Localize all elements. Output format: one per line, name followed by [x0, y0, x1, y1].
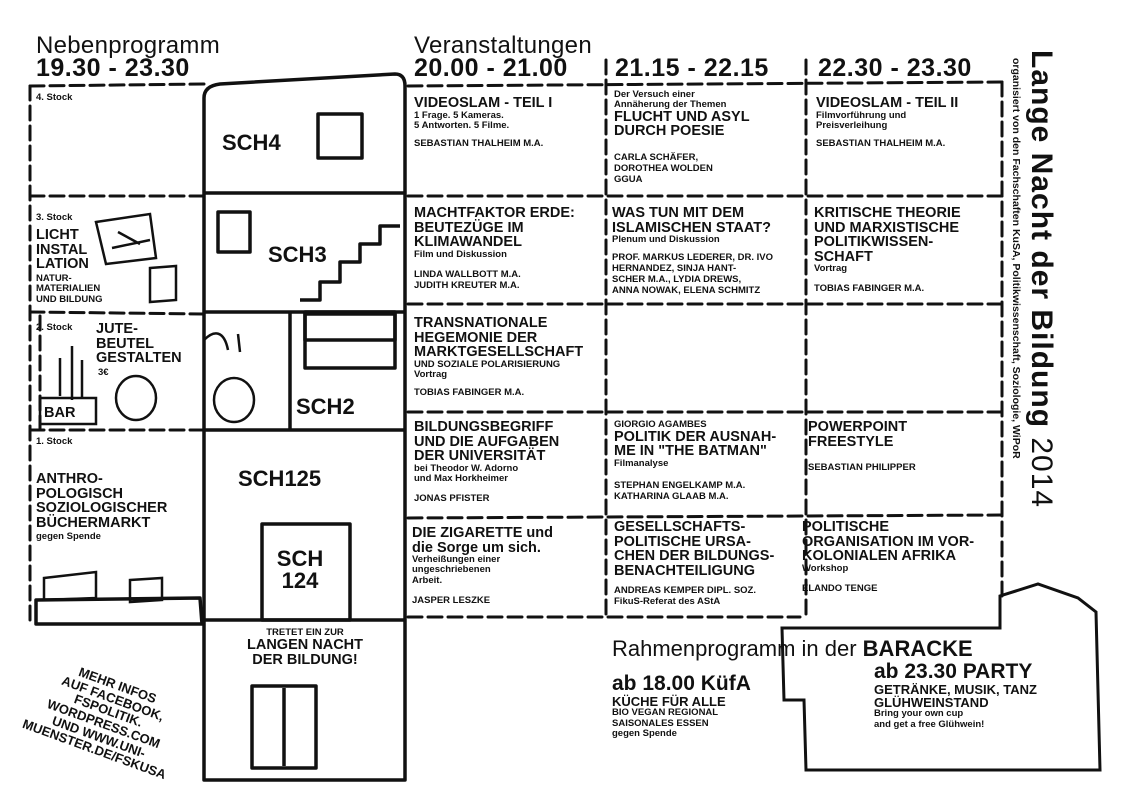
organizer-note: organisiert von den Fachschaften KuSA, P… [1010, 58, 1022, 459]
event-transnationale-hegemonie: TRANSNATIONALE HEGEMONIE DER MARKTGESELL… [414, 315, 584, 399]
veranstaltungen-heading: Veranstaltungen [414, 32, 592, 59]
event-bildungsbenachteiligung: GESELLSCHAFTS- POLITISCHE URSA- CHEN DER… [614, 519, 775, 607]
event-flucht-asyl: Der Versuch einer Annäherung der Themen … [614, 89, 750, 185]
event-title-vertical: Lange Nacht der Bildung 2014 [1025, 50, 1058, 509]
markt-subtitle: gegen Spende [36, 531, 101, 542]
event-machtfaktor-erde: MACHTFAKTOR ERDE: BEUTEZÜGE IM KLIMAWAND… [414, 205, 575, 291]
nebenprogramm-heading: Nebenprogramm [36, 32, 220, 59]
entrance-text: TRETET EIN ZUR LANGEN NACHT DER BILDUNG! [247, 627, 363, 668]
event-bildungsbegriff: BILDUNGSBEGRIFF UND DIE AUFGABEN DER UNI… [414, 419, 560, 505]
room-sch2: SCH2 [296, 394, 355, 419]
jute-price: 3€ [98, 367, 109, 378]
event-islamischer-staat: WAS TUN MIT DEM ISLAMISCHEN STAAT? Plenu… [612, 205, 773, 297]
event-kritische-theorie: KRITISCHE THEORIE UND MARXISTISCHE POLIT… [814, 205, 961, 295]
event-vorkoloniales-afrika: POLITISCHE ORGANISATION IM VOR- KOLONIAL… [802, 519, 975, 594]
floor-2-label: 2. Stock [36, 322, 73, 333]
slot1-time: 20.00 - 21.00 [414, 54, 568, 82]
floor-1-label: 1. Stock [36, 436, 73, 447]
room-sch3: SCH3 [268, 242, 327, 267]
event-politik-ausnahme: GIORGIO AGAMBES POLITIK DER AUSNAH- ME I… [614, 419, 777, 503]
room-sch125: SCH125 [238, 466, 322, 491]
event-powerpoint-freestyle: POWERPOINT FREESTYLE SEBASTIAN PHILIPPER [808, 419, 916, 473]
bar-label: BAR [44, 405, 76, 421]
floor-4-label: 4. Stock [36, 92, 73, 103]
event-zigarette: DIE ZIGARETTE und die Sorge um sich. Ver… [412, 525, 553, 607]
event-videoslam-1: VIDEOSLAM - Teil I 1 Frage. 5 Kameras. 5… [414, 95, 553, 150]
room-sch4: SCH4 [222, 130, 281, 155]
rahmenprogramm-heading: Rahmenprogramm in der BARACKE [612, 636, 973, 661]
slot3-time: 22.30 - 23.30 [818, 54, 972, 82]
slot2-time: 21.15 - 22.15 [615, 54, 769, 82]
nebenprogramm-time: 19.30 - 23.30 [36, 54, 190, 82]
event-videoslam-2: VIDEOSLAM - Teil II Filmvorführung und P… [816, 95, 959, 150]
floor-3-label: 3. Stock [36, 212, 73, 223]
party-block: ab 23.30 PARTY GETRÄNKE, MUSIK, TANZ GLÜ… [874, 660, 1037, 730]
kuefa-block: ab 18.00 KüfA KÜCHE FÜR ALLE BIO VEGAN R… [612, 672, 751, 739]
